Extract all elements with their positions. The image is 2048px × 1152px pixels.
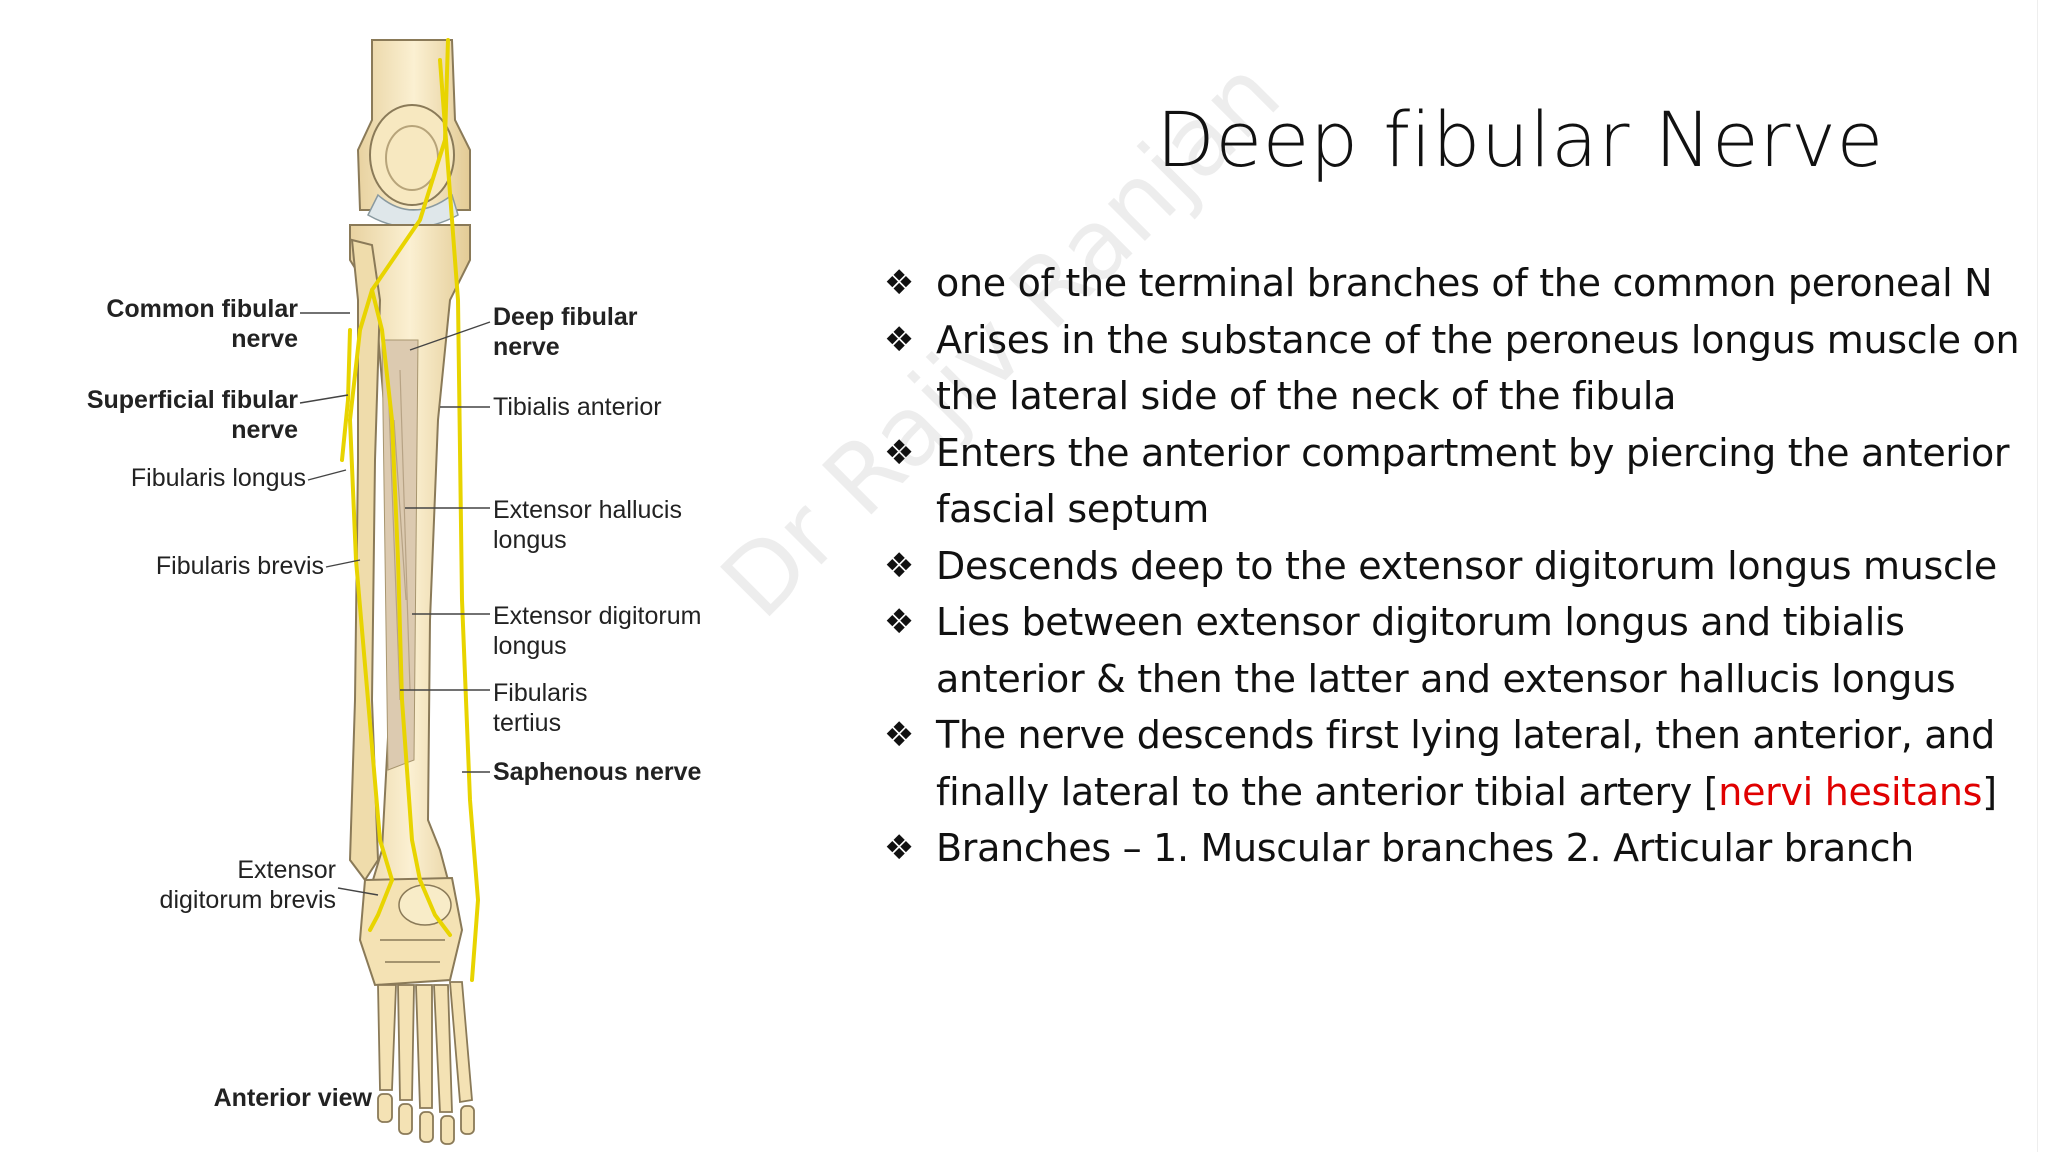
slide-edge-divider xyxy=(2037,0,2038,1152)
bullet-item: ❖ Branches – 1. Muscular branches 2. Art… xyxy=(878,820,2028,877)
slide-title: Deep fibular Nerve xyxy=(1156,95,1884,184)
label-extensor-digitorum-brevis: Extensor digitorum brevis xyxy=(80,855,336,915)
bullet-text: Arises in the substance of the peroneus … xyxy=(936,317,2020,419)
bullet-item: ❖ Enters the anterior compartment by pie… xyxy=(878,425,2028,538)
bullet-list: ❖ one of the terminal branches of the co… xyxy=(878,255,2028,877)
label-fibularis-tertius: Fibularis tertius xyxy=(493,678,587,738)
label-line: Extensor digitorum xyxy=(493,602,702,630)
bullet-text: Enters the anterior compartment by pierc… xyxy=(936,430,2010,532)
bullet-text: The nerve descends first lying lateral, … xyxy=(936,713,1997,814)
diamond-bullet-icon: ❖ xyxy=(883,432,915,473)
bullet-text: Lies between extensor digitorum longus a… xyxy=(936,600,1956,701)
label-superficial-fibular-nerve: Superficial fibular nerve xyxy=(60,385,298,445)
toe-bones xyxy=(377,981,475,1145)
label-line: longus xyxy=(493,526,567,554)
bullet-text: one of the terminal branches of the comm… xyxy=(936,261,1993,305)
diamond-bullet-icon: ❖ xyxy=(883,602,915,642)
diamond-bullet-icon: ❖ xyxy=(883,319,915,360)
bullet-text: Branches – 1. Muscular branches 2. Artic… xyxy=(936,826,1914,870)
bullet-item: ❖ Arises in the substance of the peroneu… xyxy=(878,312,2028,425)
label-line: Deep fibular xyxy=(493,303,638,331)
label-deep-fibular-nerve: Deep fibular nerve xyxy=(493,302,637,362)
leg-anatomy-illustration xyxy=(299,38,491,1145)
highlight-term: nervi hesitans xyxy=(1718,769,1983,814)
label-line: longus xyxy=(493,632,567,660)
bullet-item: ❖ one of the terminal branches of the co… xyxy=(878,255,2028,312)
label-line: nerve xyxy=(231,416,298,444)
bullet-item: ❖ Descends deep to the extensor digitoru… xyxy=(878,538,2028,595)
label-anterior-view: Anterior view xyxy=(213,1084,372,1112)
label-line: Fibularis xyxy=(493,679,588,707)
label-line: digitorum brevis xyxy=(159,886,336,914)
diamond-bullet-icon: ❖ xyxy=(883,545,915,586)
label-line: Extensor hallucis xyxy=(493,496,682,524)
nerve-paths xyxy=(340,38,481,982)
diamond-bullet-icon: ❖ xyxy=(883,715,915,755)
bullet-item: ❖ The nerve descends first lying lateral… xyxy=(878,707,2028,820)
label-fibularis-longus: Fibularis longus xyxy=(130,464,306,492)
label-leader-lines xyxy=(299,312,491,896)
label-line: Extensor xyxy=(237,856,336,884)
diamond-bullet-icon: ❖ xyxy=(883,828,915,868)
label-line: Common fibular xyxy=(106,295,298,323)
label-line: Superficial fibular xyxy=(86,386,298,414)
label-line: nerve xyxy=(493,333,560,361)
label-saphenous-nerve: Saphenous nerve xyxy=(493,758,702,786)
diamond-bullet-icon: ❖ xyxy=(883,263,915,303)
label-line: nerve xyxy=(231,325,298,353)
fibula-shape xyxy=(348,238,382,882)
label-common-fibular-nerve: Common fibular nerve xyxy=(60,294,298,354)
label-extensor-hallucis-longus: Extensor hallucis longus xyxy=(493,495,682,555)
bullet-text-before: The nerve descends first lying lateral, … xyxy=(936,713,1995,814)
bullet-item: ❖ Lies between extensor digitorum longus… xyxy=(878,594,2028,707)
label-line: tertius xyxy=(493,709,562,737)
label-fibularis-brevis: Fibularis brevis xyxy=(155,552,324,580)
label-tibialis-anterior: Tibialis anterior xyxy=(493,393,662,421)
label-extensor-digitorum-longus: Extensor digitorum longus xyxy=(493,601,701,661)
bullet-text: Descends deep to the extensor digitorum … xyxy=(936,543,1997,588)
bullet-text-after: ] xyxy=(1982,769,1997,814)
